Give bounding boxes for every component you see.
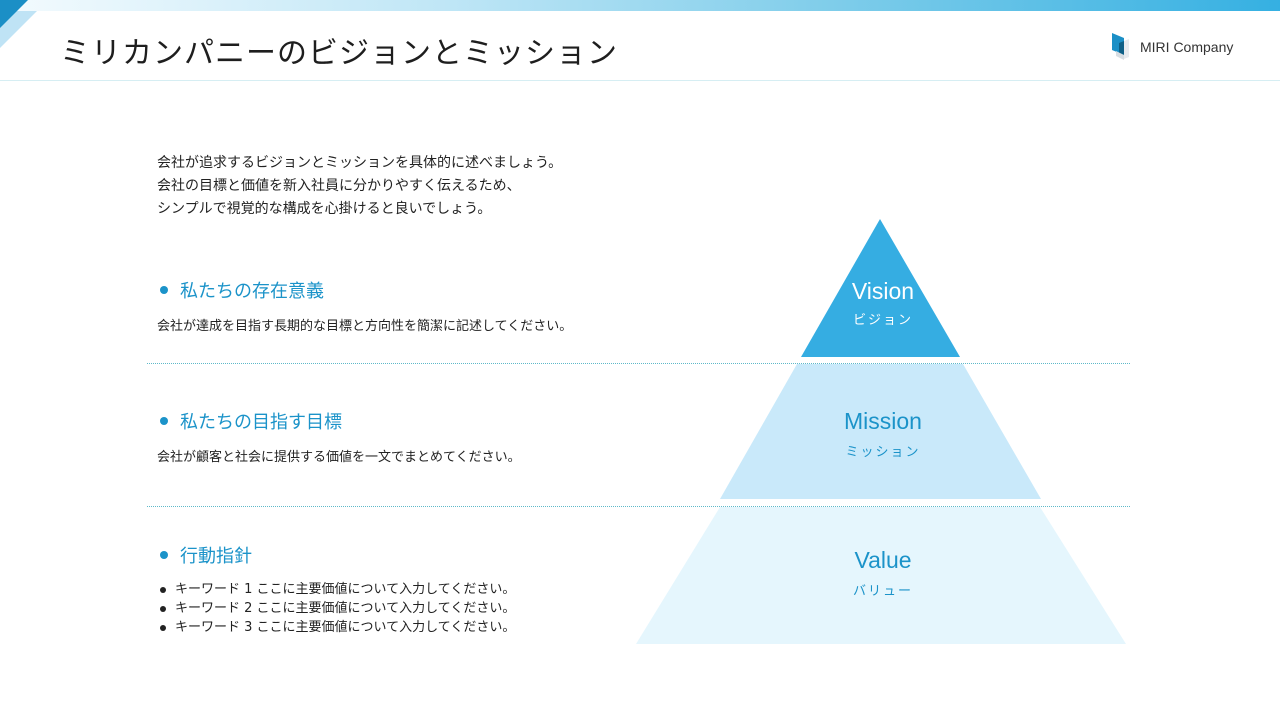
section-heading-text: 私たちの存在意義 — [180, 281, 324, 302]
page-title: ミリカンパニーのビジョンとミッション — [60, 36, 618, 71]
section-heading: 私たちの存在意義 — [160, 277, 572, 303]
intro-text: 会社が追求するビジョンとミッションを具体的に述べましょう。 会社の目標と価値を新… — [157, 152, 562, 221]
bullet-icon — [160, 605, 166, 612]
keyword-item: キーワード 2 ここに主要価値について入力してください。 — [160, 599, 515, 618]
dotted-divider — [147, 506, 1130, 507]
pyramid-label-vision: Vision ビジョン — [783, 278, 983, 328]
top-gradient-bar — [0, 0, 1280, 11]
bullet-icon — [160, 417, 168, 425]
section-heading-text: 私たちの目指す目標 — [180, 412, 342, 433]
dotted-divider — [147, 363, 1130, 364]
level-name-ja: バリュー — [852, 584, 913, 599]
level-name-en: Vision — [851, 278, 915, 304]
logo-text: MIRI Company — [1140, 39, 1234, 55]
section-heading: 行動指針 — [160, 542, 515, 568]
bullet-icon — [160, 586, 166, 593]
pyramid-label-mission: Mission ミッション — [783, 408, 983, 460]
section-heading-text: 行動指針 — [180, 546, 252, 567]
section-mission: 私たちの目指す目標 会社が顧客と社会に提供する価値を一文でまとめてください。 — [157, 408, 521, 465]
corner-accent-dark — [0, 0, 28, 28]
bullet-icon — [160, 286, 168, 294]
intro-line: 会社が追求するビジョンとミッションを具体的に述べましょう。 — [157, 155, 563, 171]
level-name-en: Value — [854, 547, 912, 573]
intro-line: 会社の目標と価値を新入社員に分かりやすく伝えるため、 — [157, 178, 521, 194]
section-heading: 私たちの目指す目標 — [160, 408, 521, 434]
cube-logo-icon — [1112, 33, 1129, 60]
intro-line: シンプルで視覚的な構成を心掛けると良いでしょう。 — [157, 201, 492, 217]
section-description: 会社が達成を目指す長期的な目標と方向性を簡潔に記述してください。 — [157, 319, 573, 334]
pyramid-label-value: Value バリュー — [783, 547, 983, 599]
header-divider — [0, 80, 1280, 81]
keyword-list: キーワード 1 ここに主要価値について入力してください。 キーワード 2 ここに… — [160, 580, 515, 637]
section-vision: 私たちの存在意義 会社が達成を目指す長期的な目標と方向性を簡潔に記述してください… — [157, 277, 573, 334]
keyword-text: キーワード 2 ここに主要価値について入力してください。 — [175, 601, 516, 616]
keyword-text: キーワード 3 ここに主要価値について入力してください。 — [175, 620, 516, 635]
keyword-text: キーワード 1 ここに主要価値について入力してください。 — [175, 582, 516, 597]
level-name-en: Mission — [844, 408, 922, 434]
level-name-ja: ミッション — [845, 445, 921, 460]
keyword-item: キーワード 1 ここに主要価値について入力してください。 — [160, 580, 515, 599]
level-name-ja: ビジョン — [852, 313, 913, 328]
section-value: 行動指針 キーワード 1 ここに主要価値について入力してください。 キーワード … — [160, 542, 515, 637]
keyword-item: キーワード 3 ここに主要価値について入力してください。 — [160, 618, 515, 637]
bullet-icon — [160, 624, 166, 631]
section-description: 会社が顧客と社会に提供する価値を一文でまとめてください。 — [157, 450, 521, 465]
bullet-icon — [160, 551, 168, 559]
company-logo: MIRI Company — [1110, 33, 1233, 61]
